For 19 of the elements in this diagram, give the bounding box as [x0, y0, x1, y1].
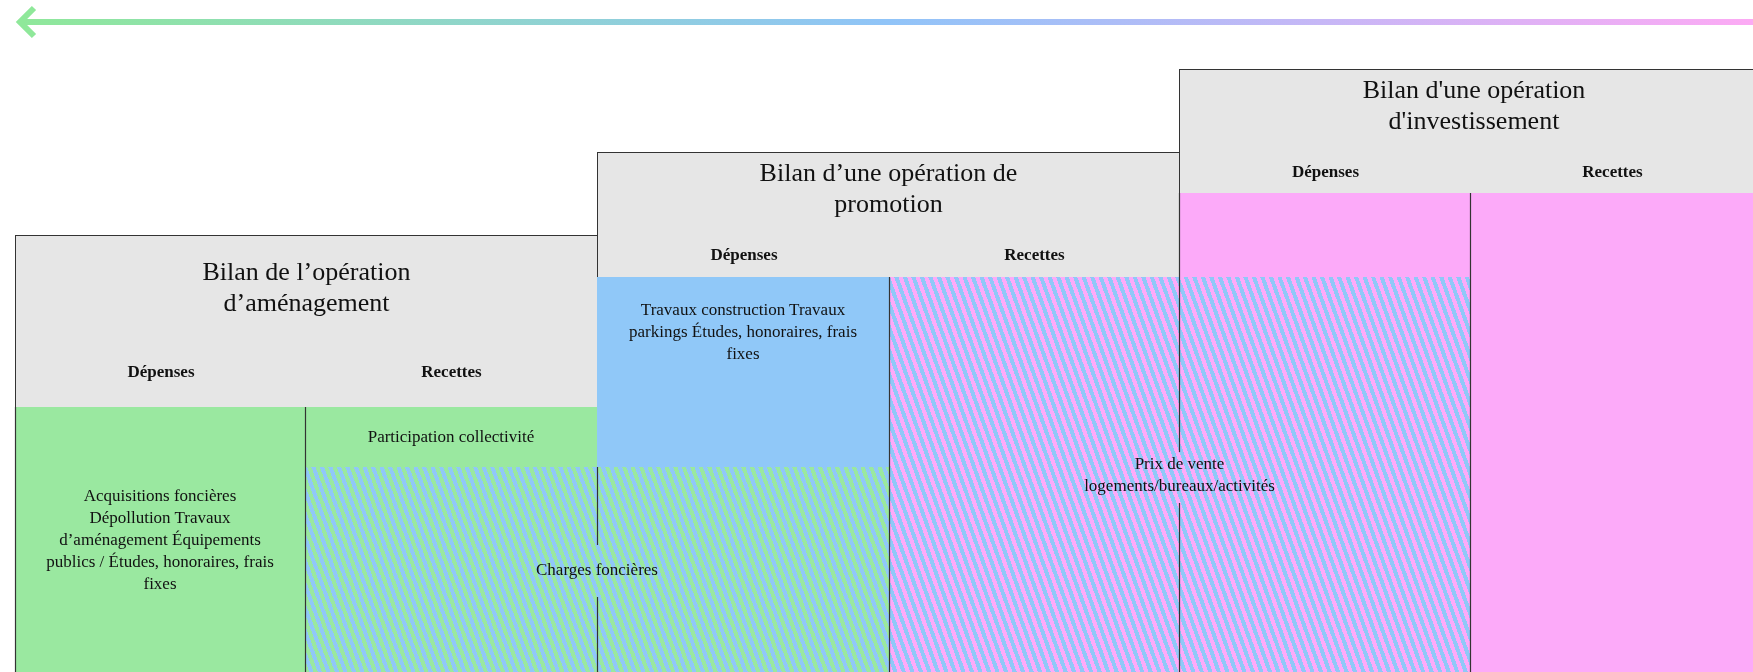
revenue-cell: Participation collectivité — [305, 407, 597, 467]
column-label: Recettes — [306, 336, 597, 408]
column-heading: Bilan de l’opération d’aménagement — [201, 256, 412, 318]
column-label: Dépenses — [1180, 150, 1471, 194]
table-header — [1179, 69, 1753, 194]
column-label: Recettes — [1471, 150, 1753, 194]
fill-area — [1179, 193, 1470, 277]
table-header — [597, 152, 1180, 278]
table-header — [15, 235, 598, 408]
column-heading: Bilan d’une opération de promotion — [758, 157, 1019, 219]
fill-area — [1470, 193, 1753, 672]
hatched-cell: Prix de vente logements/bureaux/activités — [889, 277, 1470, 672]
hatched-cell: Charges foncières — [305, 467, 889, 672]
column-label: Dépenses — [598, 233, 890, 277]
column-label: Recettes — [890, 233, 1179, 277]
expense-cell: Travaux construction Travaux parkings Études, honoraires, frais fixes — [597, 277, 889, 467]
expense-cell: Acquisitions foncières Dépollution Travaux d’aménagement Équipements publics / Études, honoraires, frais fixes — [15, 407, 305, 672]
column-heading: Bilan d'une opération d'investissement — [1361, 74, 1587, 136]
column-label: Dépenses — [16, 336, 306, 408]
